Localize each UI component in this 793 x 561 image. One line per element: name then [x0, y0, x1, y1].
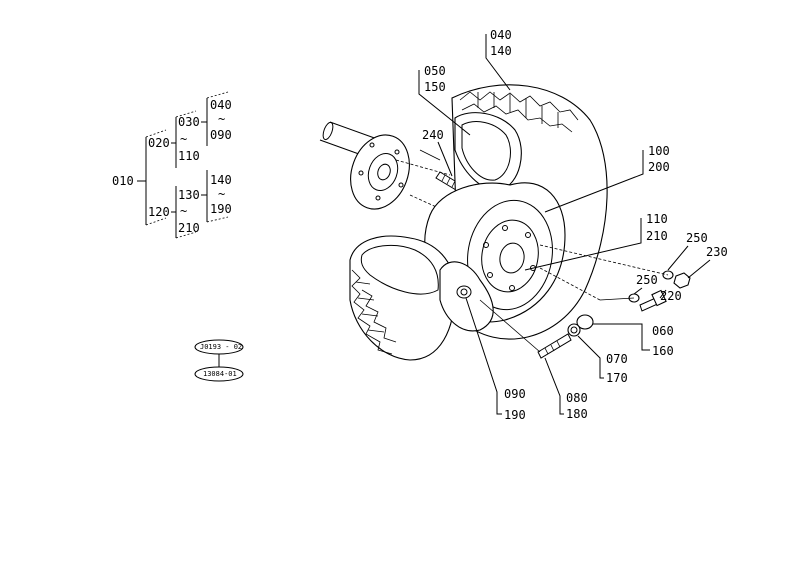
tree-group-a-range-start: 040 — [210, 98, 232, 112]
tree-group-b-label: 120 — [148, 205, 170, 219]
tree-group-b-sub1-end: 210 — [178, 221, 200, 235]
callout-140: 140 — [490, 44, 512, 58]
callout-240: 240 — [422, 128, 444, 142]
callout-220: 220 — [660, 289, 682, 303]
callout-040: 040 — [490, 28, 512, 42]
tree-group-a-range-end: 090 — [210, 128, 232, 142]
callout-250a: 250 — [686, 231, 708, 245]
nut-230 — [673, 272, 691, 289]
tree-group-a-tilde-2: ~ — [180, 132, 187, 146]
callout-090: 090 — [504, 387, 526, 401]
callout-050: 050 — [424, 64, 446, 78]
part-hierarchy-tree: 010 020 030 040 ~ 090 ~ 110 120 130 140 … — [112, 91, 232, 239]
stem-080 — [537, 333, 572, 359]
tree-group-b-range-start: 140 — [210, 173, 232, 187]
callout-250b: 250 — [636, 273, 658, 287]
callout-200: 200 — [648, 160, 670, 174]
tree-group-a-tilde: ~ — [218, 112, 225, 126]
ref-bottom-label: 13084-01 — [203, 370, 237, 378]
callout-110: 110 — [646, 212, 668, 226]
callout-080: 080 — [566, 391, 588, 405]
callout-160: 160 — [652, 344, 674, 358]
tree-group-a-label: 020 — [148, 136, 170, 150]
callout-100: 100 — [648, 144, 670, 158]
callout-230: 230 — [706, 245, 728, 259]
callouts: 040 140 050 150 240 100 200 110 210 250 … — [418, 28, 728, 422]
cap-060 — [576, 314, 594, 330]
tree-group-b-range-end: 190 — [210, 202, 232, 216]
tree-group-b-tilde-2: ~ — [180, 204, 187, 218]
valve-070 — [567, 323, 581, 337]
callout-180: 180 — [566, 407, 588, 421]
tree-root-label: 010 — [112, 174, 134, 188]
reference-badges: J0193 - 02 13084-01 — [194, 339, 244, 382]
tire-lower-half — [349, 235, 456, 361]
hub-flange — [350, 134, 410, 210]
ref-top-label: J0193 - 02 — [200, 343, 242, 351]
tree-group-b-tilde: ~ — [218, 187, 225, 201]
tree-group-a-sub1-label: 030 — [178, 115, 200, 129]
hardware-group — [537, 244, 691, 359]
callout-060: 060 — [652, 324, 674, 338]
callout-150: 150 — [424, 80, 446, 94]
callout-210: 210 — [646, 229, 668, 243]
callout-070: 070 — [606, 352, 628, 366]
callout-190: 190 — [504, 408, 526, 422]
tree-group-b-sub1-label: 130 — [178, 188, 200, 202]
tree-group-a-sub1-end: 110 — [178, 149, 200, 163]
wheel-exploded-drawing — [319, 84, 691, 361]
callout-170: 170 — [606, 371, 628, 385]
inner-tube-050 — [454, 112, 522, 191]
